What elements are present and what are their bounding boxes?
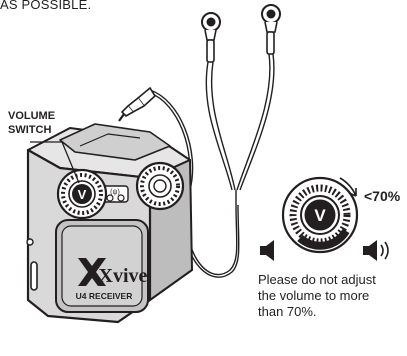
model-name: U4 RECEIVER xyxy=(76,291,133,301)
header-text: AS POSSIBLE. xyxy=(0,0,91,12)
callout-line-1: VOLUME xyxy=(8,109,55,123)
volume-switch-label: VOLUME SWITCH xyxy=(8,109,55,137)
note-line-1: Please do not adjust xyxy=(258,272,404,288)
volume-warning-note: Please do not adjust the volume to more … xyxy=(258,272,404,320)
indicator-label: (ψ) xyxy=(110,189,120,196)
audio-jack-icon xyxy=(119,88,155,121)
note-line-3: than 70%. xyxy=(258,304,404,320)
brand-name: Xvive xyxy=(99,265,148,287)
note-line-2: the volume to more xyxy=(258,288,404,304)
volume-high-icon xyxy=(363,240,388,261)
knob-letter: V xyxy=(78,187,87,202)
volume-low-icon xyxy=(260,240,274,261)
volume-limit-label: <70% xyxy=(364,188,400,204)
dial-letter: V xyxy=(314,206,326,225)
left-earbud xyxy=(202,13,220,62)
right-earbud xyxy=(262,5,280,54)
channel-knob xyxy=(137,163,183,209)
callout-line-2: SWITCH xyxy=(8,123,55,137)
